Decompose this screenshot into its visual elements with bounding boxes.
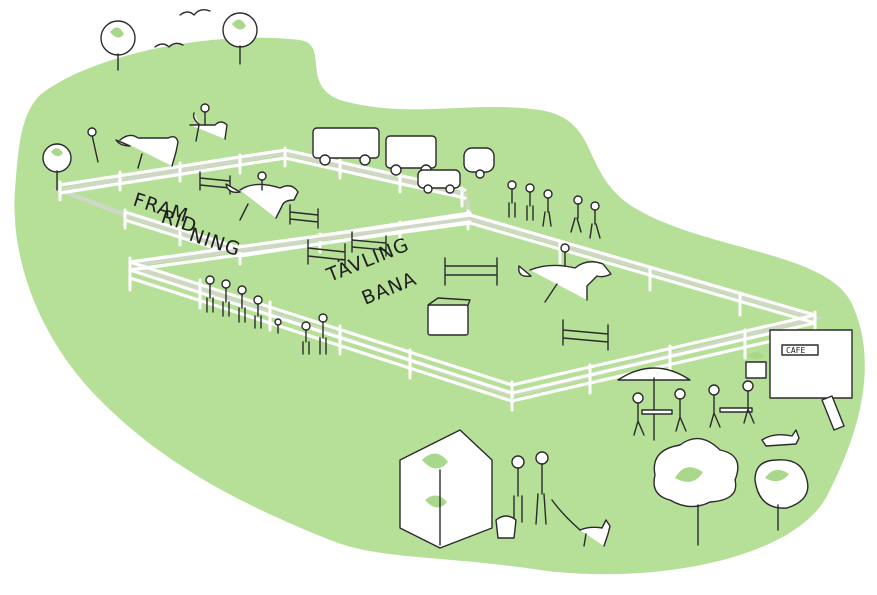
kiosk-icon: CAFE	[745, 329, 853, 431]
horse-icon	[225, 171, 299, 221]
bird-icon	[179, 8, 211, 16]
tree-icon	[754, 459, 809, 531]
dog-icon	[551, 499, 611, 547]
kiosk-icon	[399, 429, 493, 549]
jump-obstacles	[199, 171, 609, 351]
horse-icon	[189, 103, 228, 142]
truck-icon	[463, 147, 495, 179]
umbrella-icon	[617, 367, 691, 441]
tree-icon	[653, 437, 739, 546]
person-icon	[632, 380, 755, 436]
bird-icon	[154, 42, 184, 48]
tree-icon	[42, 143, 72, 191]
horse-icon	[87, 127, 179, 169]
tree-icon	[222, 12, 258, 65]
cafe-sign: CAFE	[786, 346, 805, 355]
person-icon	[205, 275, 328, 355]
person-icon	[507, 180, 601, 239]
dog-icon	[761, 429, 800, 447]
tree-icon	[100, 20, 136, 71]
horse-icon	[518, 243, 612, 303]
person-icon	[495, 451, 549, 539]
truck-icon	[312, 127, 380, 166]
truck-icon	[417, 169, 461, 194]
